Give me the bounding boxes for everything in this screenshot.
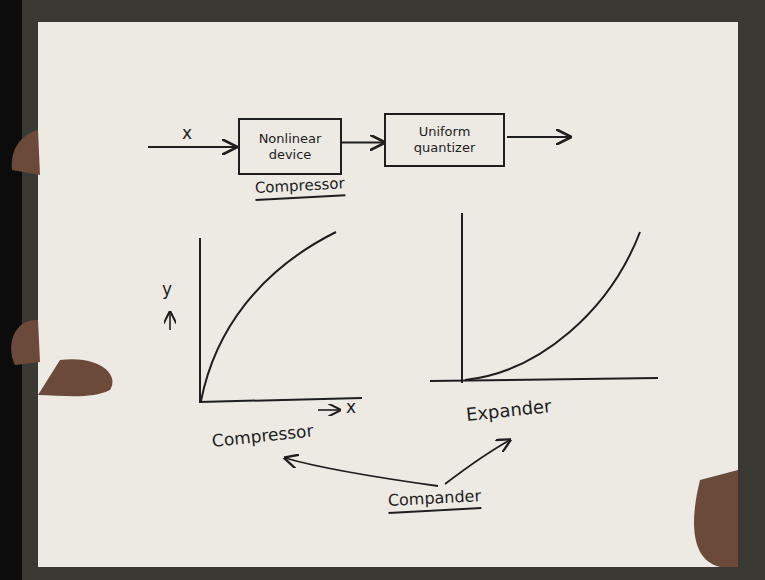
box-text: Nonlinear device — [246, 131, 334, 162]
x-axis — [430, 378, 658, 381]
input-line — [148, 146, 236, 148]
axis-arrow — [169, 312, 171, 330]
pointer-arrow — [285, 458, 438, 486]
hand — [694, 470, 738, 567]
hand — [38, 359, 113, 396]
dark-edge — [0, 0, 22, 580]
axis-label: x — [346, 398, 356, 417]
axis-arrow — [318, 409, 340, 411]
axis-label: y — [162, 280, 172, 299]
paper-sheet — [38, 22, 738, 567]
output-line — [507, 136, 570, 138]
x-axis — [199, 398, 362, 402]
y-axis — [461, 213, 463, 383]
box-text: Uniform quantizer — [392, 124, 497, 155]
expander-curve — [465, 232, 640, 380]
pointer-arrow — [445, 440, 510, 484]
compressor-curve — [201, 232, 336, 401]
signal-name: x — [182, 124, 192, 143]
hand — [11, 320, 40, 365]
process-box: Uniform quantizer — [384, 113, 505, 167]
process-box: Nonlinear device — [238, 118, 342, 175]
hand — [12, 130, 40, 175]
signal-arrow — [342, 142, 384, 144]
y-axis — [199, 238, 201, 403]
